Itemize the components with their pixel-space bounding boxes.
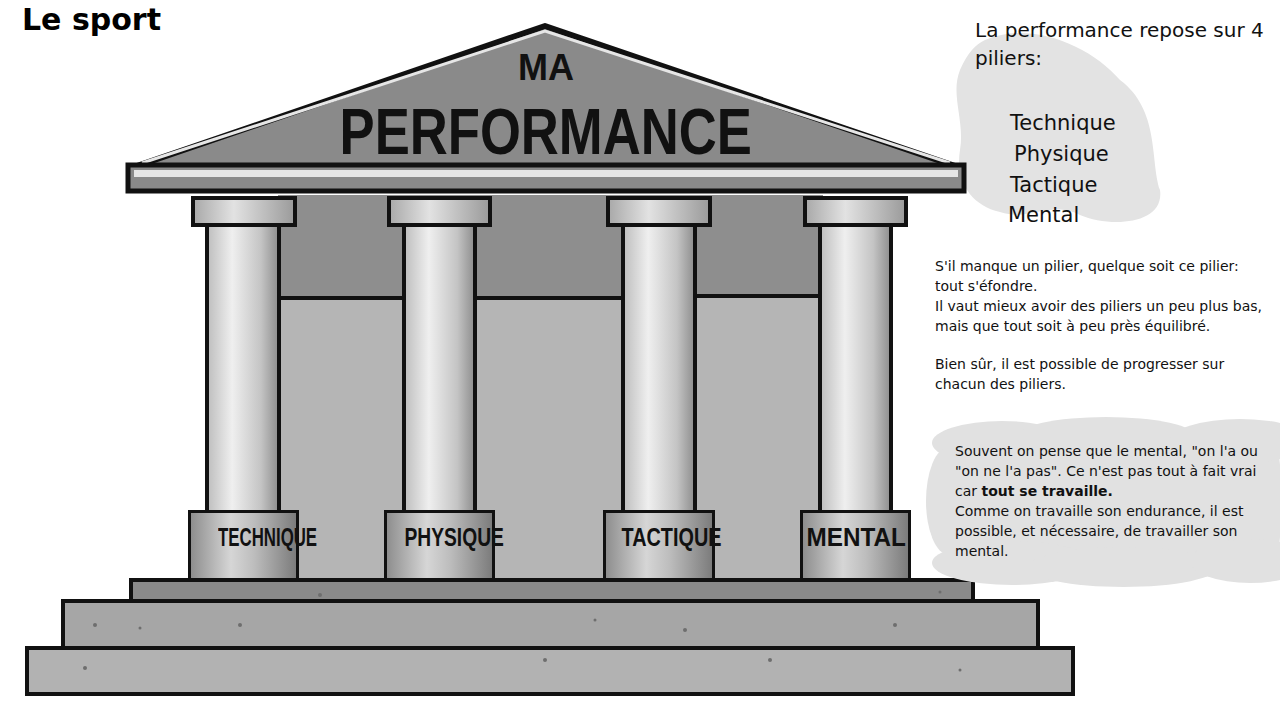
temple-steps [27,580,1073,694]
column-shafts [207,222,891,514]
pillar-list-item: Tactique [1010,170,1210,200]
pillar-name: MENTAL [807,522,906,552]
pediment-title: PERFORMANCE [340,100,752,164]
explanation-text: S'il manque un pilier, quelque soit ce p… [935,256,1270,296]
pillar-base: TACTIQUE [603,510,715,581]
cornice [128,165,964,191]
explanation-text: Bien sûr, il est possible de progresser … [935,354,1270,394]
pillar-name: TACTIQUE [622,522,722,552]
note-text: Comme on travaille son endurance, il est… [955,501,1266,561]
temple-wall [278,195,823,585]
cloud-paragraph: Comme on travaille son endurance, il est… [955,501,1266,561]
page-title: Le sport [22,0,161,40]
pillar-list-item: Physique [1014,139,1214,169]
cornice-band [134,170,958,177]
cloud-puff [1028,547,1218,587]
column-capitals [193,198,906,225]
note-cloud: Souvent on pense que le mental, "on l'a … [932,425,1280,577]
pediment-triangle [131,26,961,168]
pillar-list-item: Technique [1010,108,1210,138]
pillar-list-item: Mental [1008,200,1208,230]
cloud-puff [1190,539,1280,583]
pediment-highlight [142,31,950,163]
intro-text: La performance repose sur 4 piliers: [975,16,1275,72]
pediment: MA PERFORMANCE [128,22,964,194]
pillar-base: PHYSIQUE [384,510,495,581]
emphasis: tout se travaille. [982,483,1113,499]
explanation-text: Il vaut mieux avoir des piliers un peu p… [935,296,1270,336]
cloud-puffs [926,417,1280,587]
cloud-paragraph: Souvent on pense que le mental, "on l'a … [955,441,1266,501]
pillar-base: TECHNIQUE [188,510,299,581]
stone-speckles [83,591,962,672]
pillar-base: MENTAL [800,510,911,581]
pillar-name: TECHNIQUE [218,522,317,552]
cloud-text: Souvent on pense que le mental, "on l'a … [932,425,1280,577]
pillar-name: PHYSIQUE [405,522,504,552]
pediment-heading: MA [518,48,574,88]
